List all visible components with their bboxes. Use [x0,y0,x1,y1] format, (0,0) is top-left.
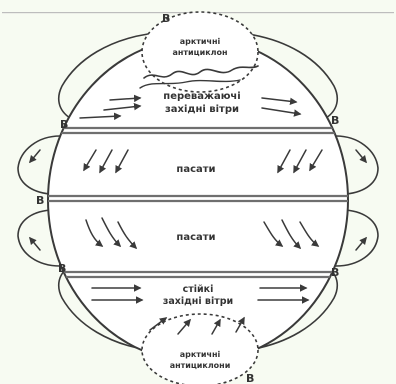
label-arctic-bottom-2: антициклони [170,361,231,370]
label-stable-2: західні вітри [163,296,233,307]
label-trade-south: пасати [176,232,215,243]
label-stable-1: стійкі [183,284,214,295]
east-marker-upper-left: В [60,118,68,131]
east-marker-upper-right: В [331,114,339,127]
label-arctic-top-2: антициклон [172,48,227,57]
east-marker-top: В [162,12,170,25]
label-arctic-bottom-1: арктичні [180,349,221,359]
label-prevailing-1: переважаючі [163,91,240,102]
east-marker-bottom: В [246,372,254,384]
east-marker-lower-right: В [331,266,339,279]
east-marker-lower-left: В [58,262,66,275]
label-prevailing-2: західні вітри [165,104,239,115]
label-trade-north: пасати [176,164,215,175]
label-arctic-top-1: арктичні [180,36,221,46]
east-marker-left-mid: В [36,194,44,207]
